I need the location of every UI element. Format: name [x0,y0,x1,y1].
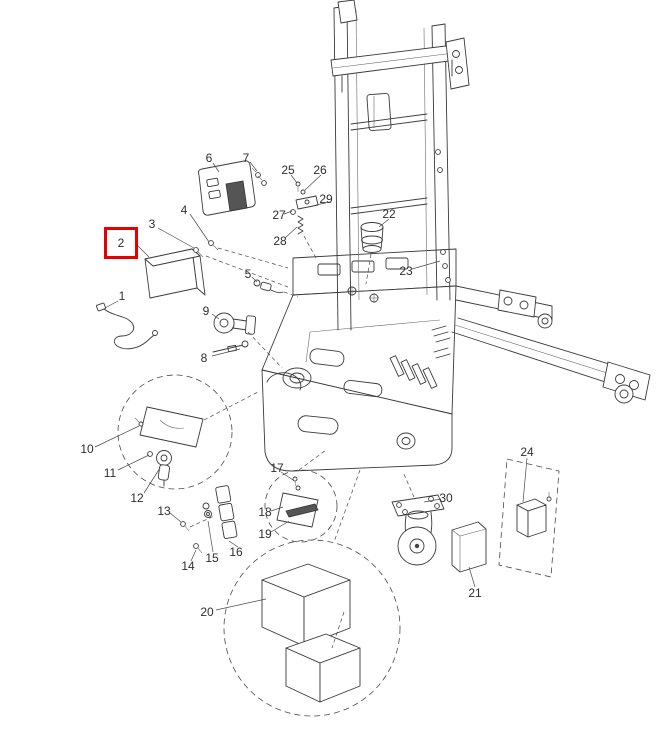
part-24-panel [498,458,560,578]
part-6-bracket-plate [197,160,256,216]
detail-circle-plate [264,449,338,543]
part-1-cable [96,302,158,350]
mast [330,0,470,331]
part-21-bracket [451,521,487,573]
detail-circle-key-switch [117,374,259,490]
part-5-sensor [253,279,299,298]
part-2-cover-box [144,240,289,299]
straddle-legs [451,285,651,404]
highlight-box [104,227,138,259]
caster-assembly [391,471,445,566]
leader-lines [94,161,528,611]
detail-circle-boxes [223,469,401,717]
part-7-screws [251,167,267,186]
hinge-cluster [290,181,319,259]
part-22-cap [360,222,384,285]
small-fasteners-13-16 [180,485,238,554]
chassis-body [261,248,457,472]
part-9-pulley [212,312,283,369]
